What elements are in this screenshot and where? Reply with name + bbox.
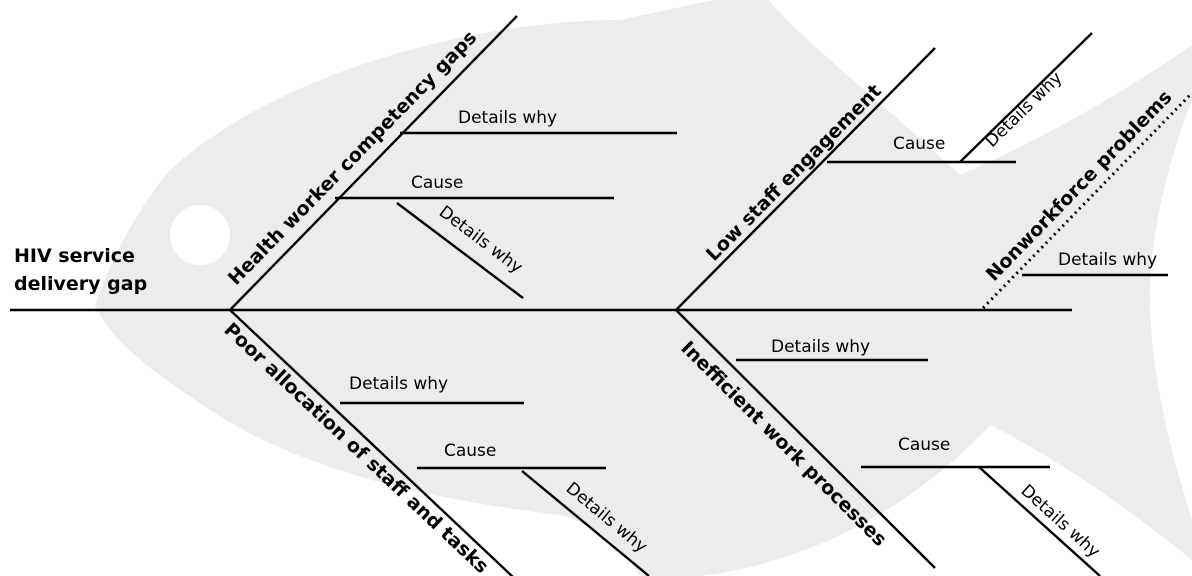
bone-ineff-line	[675, 309, 936, 569]
poor-cause-details-line	[521, 470, 650, 576]
bone-poor-line	[229, 309, 514, 576]
bone-health-line	[229, 15, 518, 311]
health-details-label: Details why	[458, 108, 557, 128]
bone-nonwork-line	[981, 91, 1192, 310]
fish-silhouette	[95, 0, 1192, 576]
ineff-cause-label: Cause	[898, 435, 950, 455]
low-cause-label: Cause	[893, 134, 945, 154]
health-cause-details-line	[396, 202, 524, 299]
fish-eye	[170, 205, 230, 265]
ineff-cause-details-label: Details why	[1017, 481, 1104, 562]
poor-cause-label: Cause	[444, 441, 496, 461]
bone-low-line	[675, 47, 936, 311]
health-cause-label: Cause	[411, 173, 463, 193]
nonwork-details-label: Details why	[1058, 250, 1157, 270]
poor-details-label: Details why	[349, 374, 448, 394]
low-cause-details-line	[959, 32, 1093, 163]
ineff-details-label: Details why	[771, 337, 870, 357]
ineff-cause-details-line	[978, 466, 1101, 576]
head-label-line2: delivery gap	[14, 273, 147, 295]
head-label-line1: HIV service	[14, 245, 135, 267]
